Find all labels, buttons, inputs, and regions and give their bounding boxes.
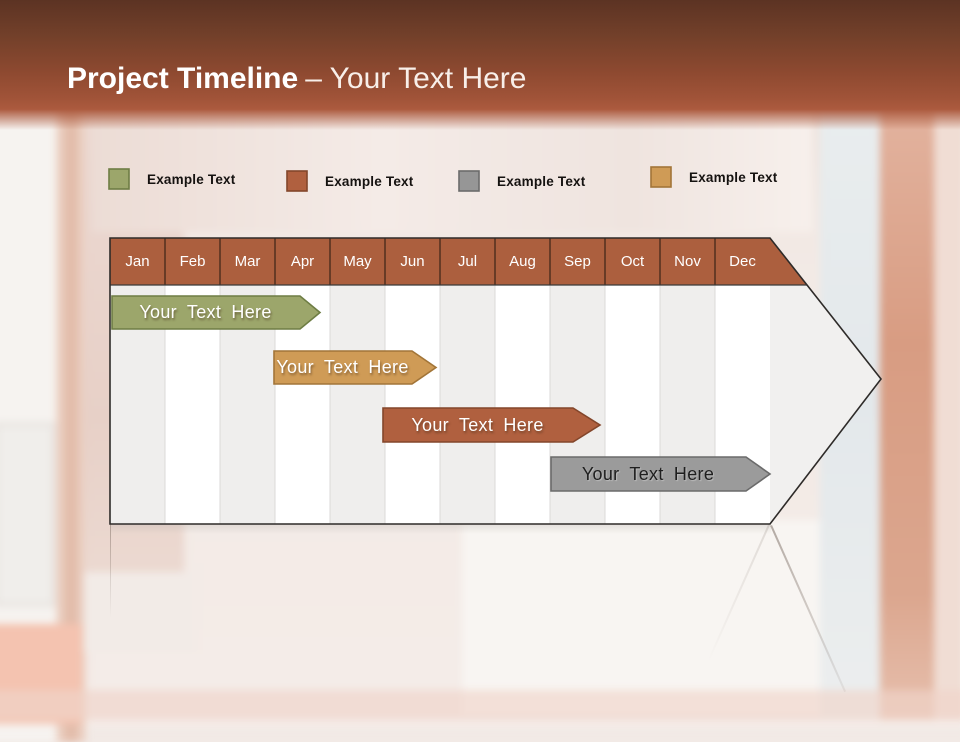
month-header-aug: Aug — [509, 253, 536, 270]
legend-label: Example Text — [497, 173, 586, 189]
task-bar-4-arrow — [550, 456, 772, 492]
legend-item: Example Text — [458, 170, 585, 192]
task-bar-2: Your Text Here — [273, 350, 438, 385]
legend-item: Example Text — [650, 166, 777, 188]
task-bar-3: Your Text Here — [382, 407, 602, 443]
month-header-sep: Sep — [564, 253, 591, 270]
legend-swatch-green — [108, 168, 130, 190]
legend-label: Example Text — [325, 173, 414, 189]
task-bar-4-label: Your Text Here — [581, 463, 715, 484]
timeline-reflection-edge — [110, 523, 111, 618]
legend-item: Example Text — [108, 168, 235, 190]
background-left-baseboard — [84, 572, 194, 652]
task-bar-3-label: Your Text Here — [411, 414, 544, 435]
title-band — [0, 0, 960, 130]
month-header-nov: Nov — [674, 253, 701, 270]
month-header-jan: Jan — [125, 253, 150, 270]
page-title-bold: Project Timeline — [67, 62, 299, 95]
month-header-jun: Jun — [400, 253, 425, 270]
legend-label: Example Text — [147, 171, 236, 187]
legend-swatch-gray — [458, 170, 480, 192]
legend-swatch-rust — [286, 170, 308, 192]
task-bar-4: Your Text Here — [550, 456, 772, 492]
month-header-jul: Jul — [457, 253, 478, 270]
timeline-reflection — [111, 524, 771, 534]
task-bar-1-label: Your Text Here — [139, 302, 272, 322]
task-bar-2-arrow — [273, 350, 438, 385]
month-header-may: May — [343, 253, 372, 270]
month-header-oct: Oct — [620, 253, 645, 270]
legend-swatch-tan — [650, 166, 672, 188]
task-bar-2-label: Your Text Here — [276, 357, 409, 377]
task-bar-1: Your Text Here — [111, 295, 322, 330]
month-header-feb: Feb — [179, 253, 206, 270]
month-header-mar: Mar — [234, 253, 261, 270]
page-title-subtitle: – Your Text Here — [305, 62, 527, 95]
month-header-dec: Dec — [729, 253, 756, 270]
page-title: Project Timeline– Your Text Here — [67, 61, 526, 97]
background-right-wall — [880, 92, 938, 720]
legend-label: Example Text — [689, 169, 778, 185]
task-bar-3-arrow — [382, 407, 602, 443]
background-picture-frame — [0, 422, 56, 607]
legend-item: Example Text — [286, 170, 413, 192]
month-header-apr: Apr — [290, 253, 315, 270]
background-floor — [0, 690, 960, 720]
task-bar-1-arrow — [111, 295, 322, 330]
background-far-right-trim — [934, 92, 960, 720]
